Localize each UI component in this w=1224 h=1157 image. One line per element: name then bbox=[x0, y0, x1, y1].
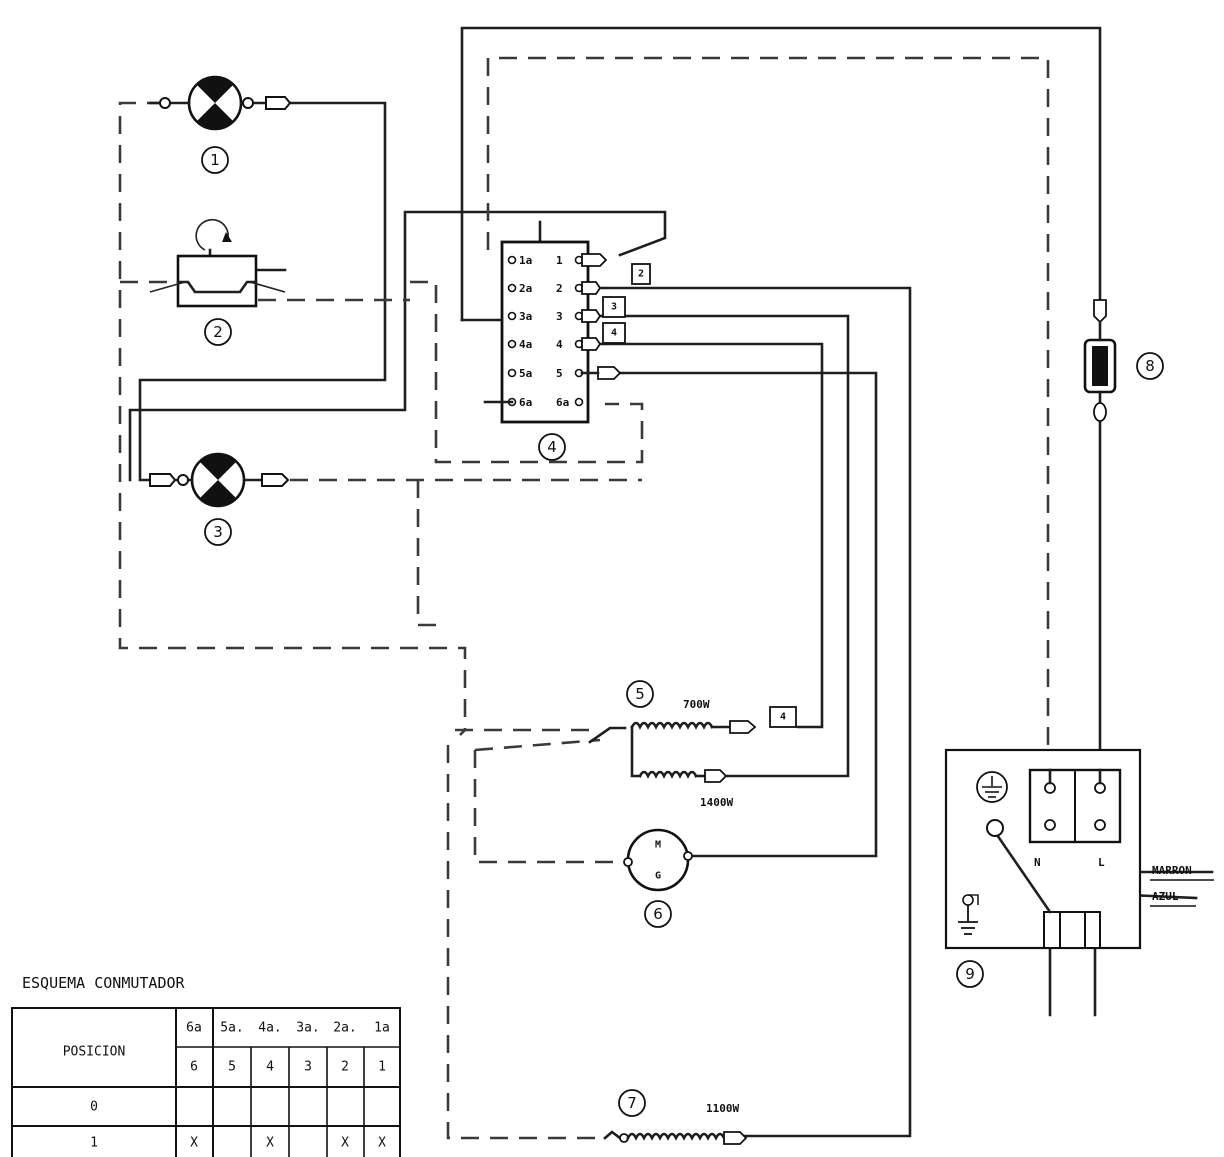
fuse-8-icon bbox=[1083, 299, 1117, 422]
switch-terminal-row: 6a 6a bbox=[507, 396, 584, 409]
table-sub-header: 4 bbox=[266, 1060, 274, 1075]
table-row-position: 0 bbox=[90, 1100, 98, 1115]
table-sub-header: 6 bbox=[190, 1060, 198, 1075]
tag-4: 4 bbox=[611, 328, 617, 339]
heating-element-7-icon bbox=[603, 1130, 748, 1145]
label-component-2: 2 bbox=[213, 323, 223, 341]
table-sub-header: 3 bbox=[304, 1060, 312, 1075]
table-sub-header: 1 bbox=[378, 1060, 386, 1075]
switch-table-title: ESQUEMA CONMUTADOR bbox=[22, 974, 186, 992]
terminal-left-2: 2a bbox=[519, 282, 532, 295]
terminal-right-4: 4 bbox=[556, 338, 563, 351]
tag-2: 2 bbox=[638, 269, 644, 280]
table-top-header: 3a. bbox=[296, 1021, 319, 1036]
label-component-3: 3 bbox=[213, 523, 223, 541]
label-component-4: 4 bbox=[547, 438, 557, 456]
table-sub-header: 5 bbox=[228, 1060, 236, 1075]
terminal-left-3: 3a bbox=[519, 310, 532, 323]
terminal-left-1: 1a bbox=[519, 254, 532, 267]
wire-color-blue: AZUL bbox=[1152, 890, 1179, 903]
earth-symbol-icon bbox=[976, 771, 1008, 837]
tag-4-element: 4 bbox=[780, 712, 786, 723]
dashed-wires bbox=[118, 56, 1050, 1140]
label-component-5: 5 bbox=[635, 685, 645, 703]
terminal-right-5: 5 bbox=[556, 367, 563, 380]
terminal-block-9-icon bbox=[944, 748, 1142, 950]
tag-3: 3 bbox=[611, 302, 617, 313]
table-top-header: 2a. bbox=[333, 1021, 356, 1036]
terminal-right-2: 2 bbox=[556, 282, 563, 295]
lamp-3-icon bbox=[149, 452, 290, 508]
label-component-1: 1 bbox=[210, 151, 220, 169]
table-cell: X bbox=[378, 1136, 386, 1151]
terminal-left-6: 6a bbox=[519, 396, 532, 409]
solid-wires bbox=[128, 26, 1214, 1138]
table-cell: X bbox=[266, 1136, 274, 1151]
rotary-switch-4-icon bbox=[500, 220, 590, 424]
element-5-power-bottom: 1400W bbox=[700, 796, 733, 809]
label-component-8: 8 bbox=[1145, 357, 1155, 375]
table-row-header: POSICION bbox=[63, 1045, 126, 1060]
element-5-power-top: 700W bbox=[683, 698, 710, 711]
wire-color-brown: MARRON bbox=[1152, 864, 1192, 877]
label-component-7: 7 bbox=[627, 1094, 637, 1112]
lamp-1-icon bbox=[148, 75, 292, 131]
terminal-right-6: 6a bbox=[556, 396, 569, 409]
switch-terminal-row: 3a 3 bbox=[507, 310, 584, 323]
switch-table bbox=[11, 1007, 401, 1157]
table-sub-header: 2 bbox=[341, 1060, 349, 1075]
element-7-power: 1100W bbox=[706, 1102, 739, 1115]
label-component-6: 6 bbox=[653, 905, 663, 923]
switch-terminal-row: 2a 2 bbox=[507, 282, 584, 295]
terminal-left-4: 4a bbox=[519, 338, 532, 351]
thermostat-2-icon bbox=[149, 218, 286, 308]
label-component-9: 9 bbox=[965, 965, 975, 983]
terminal-right-1: 1 bbox=[556, 254, 563, 267]
motor-label-bottom: G bbox=[655, 871, 661, 882]
terminal-right-3: 3 bbox=[556, 310, 563, 323]
motor-6-icon bbox=[623, 828, 693, 892]
heating-element-5-icon bbox=[588, 720, 757, 783]
terminal-left-5: 5a bbox=[519, 367, 532, 380]
switch-connectors bbox=[580, 253, 622, 380]
mains-l-label: L bbox=[1098, 856, 1105, 869]
mains-n-label: N bbox=[1034, 856, 1041, 869]
ground-symbol-icon bbox=[958, 894, 979, 935]
table-top-header: 6a bbox=[186, 1021, 202, 1036]
table-top-header: 5a. bbox=[220, 1021, 243, 1036]
table-top-header: 1a bbox=[374, 1021, 390, 1036]
motor-label-top: M bbox=[655, 840, 661, 851]
switch-terminal-row: 4a 4 bbox=[507, 338, 584, 351]
table-top-header: 4a. bbox=[258, 1021, 281, 1036]
table-cell: X bbox=[341, 1136, 349, 1151]
switch-terminal-row: 5a 5 bbox=[507, 367, 584, 380]
table-row-position: 1 bbox=[90, 1136, 98, 1151]
table-cell: X bbox=[190, 1136, 198, 1151]
